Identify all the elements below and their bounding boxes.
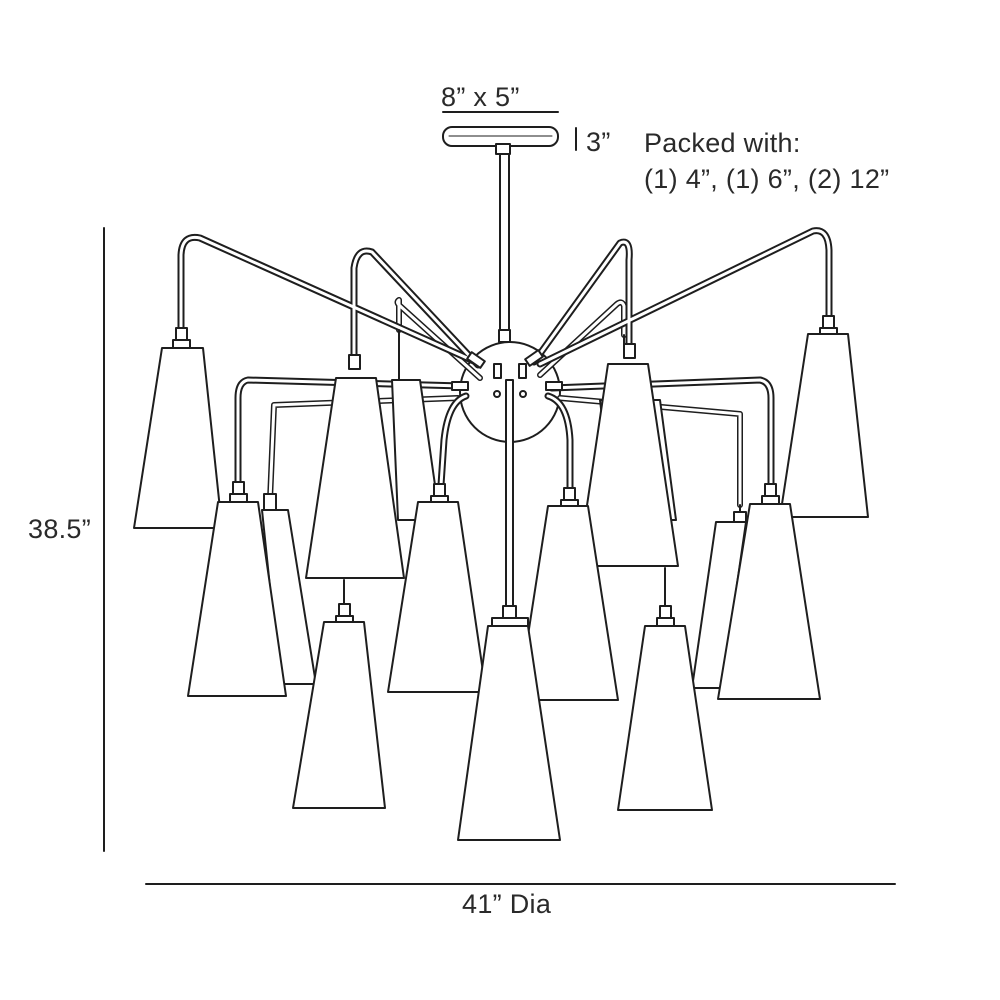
front-arms-inner xyxy=(179,229,831,502)
packed-with-rods: (1) 4”, (1) 6”, (2) 12” xyxy=(644,164,890,194)
center-rod xyxy=(505,379,514,611)
pendant-shade xyxy=(577,343,679,567)
packed-with-heading: Packed with: xyxy=(644,128,801,158)
pendant-shade xyxy=(717,483,821,700)
pendant-shade xyxy=(133,327,223,529)
pendant-shade xyxy=(305,354,405,579)
pendant-shade xyxy=(187,481,287,697)
diameter-label: 41” Dia xyxy=(462,889,552,919)
canopy-size-label: 8” x 5” xyxy=(441,82,520,112)
pendant-shade xyxy=(292,603,386,809)
pendant-shade xyxy=(457,605,561,841)
pendant-shade xyxy=(617,605,713,811)
shades-front xyxy=(292,603,713,841)
overall-height-label: 38.5” xyxy=(28,514,92,544)
pendant-shade xyxy=(779,315,869,518)
hub-fittings xyxy=(451,349,563,398)
canopy-fitting xyxy=(495,143,511,155)
canopy-height-label: 3” xyxy=(586,127,611,157)
dimension-lines xyxy=(103,111,896,885)
stem xyxy=(499,153,510,345)
